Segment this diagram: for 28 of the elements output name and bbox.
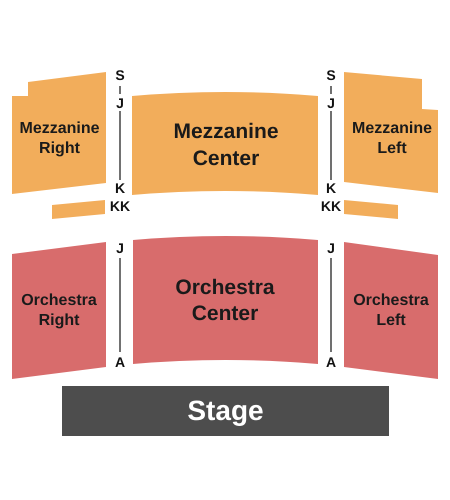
section-label: Mezzanine Left (352, 118, 432, 158)
stage-label: Stage (187, 396, 264, 426)
section-label: Orchestra Right (21, 291, 97, 331)
section-label: Mezzanine Center (173, 118, 279, 172)
row-label: J (116, 96, 124, 110)
section-label: Mezzanine Right (20, 119, 100, 159)
seating-section (132, 92, 318, 195)
row-label: J (116, 241, 124, 255)
row-label: A (114, 355, 126, 369)
seating-section (12, 72, 106, 194)
row-label: A (326, 355, 336, 369)
row-label: S (326, 68, 336, 82)
seating-section (52, 200, 105, 219)
row-label: S (115, 68, 125, 82)
seating-section (344, 242, 438, 379)
row-label: K (326, 181, 336, 195)
stage-block (62, 386, 389, 436)
seating-section (133, 236, 318, 364)
row-label: J (327, 96, 335, 110)
row-label: KK (110, 199, 130, 213)
seating-section (12, 242, 106, 379)
row-label: K (114, 181, 126, 195)
row-label: J (327, 241, 335, 255)
section-label: Orchestra Center (175, 275, 275, 327)
seating-section (344, 72, 438, 193)
row-label: KK (320, 199, 342, 213)
section-label: Orchestra Left (353, 291, 429, 331)
seating-section (344, 200, 398, 219)
